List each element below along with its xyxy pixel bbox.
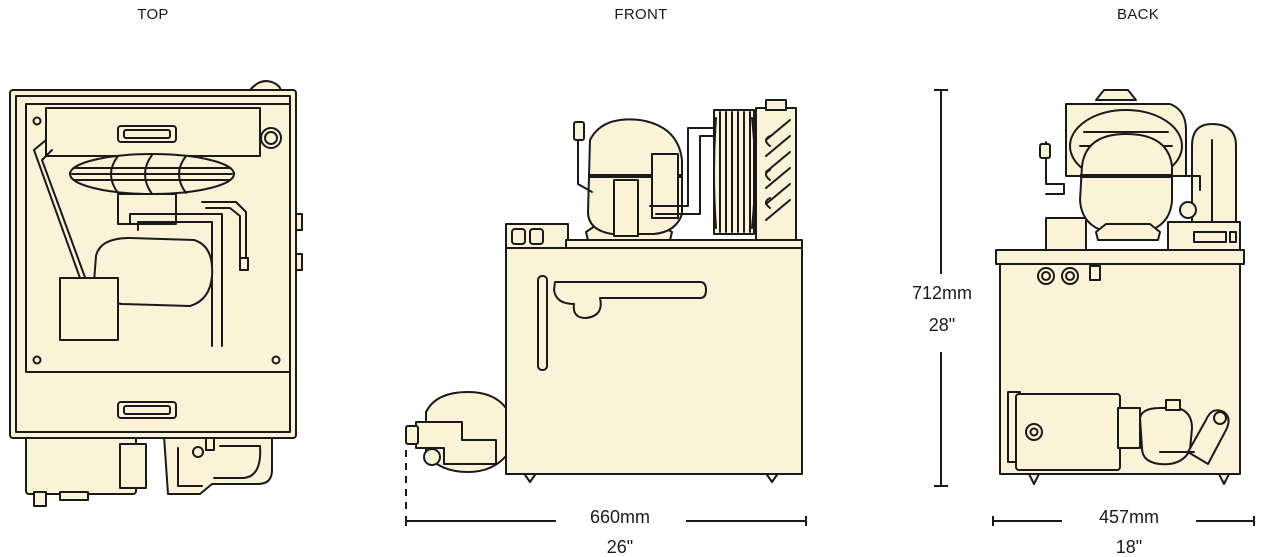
- back-width-imperial: 18": [1115, 537, 1143, 557]
- top-view-label: TOP: [137, 6, 169, 23]
- height-metric: 712mm: [911, 283, 973, 303]
- front-view-label: FRONT: [614, 6, 668, 23]
- back-width-metric: 457mm: [1098, 507, 1160, 527]
- top-view-control-box: [59, 277, 119, 341]
- back-view-compressor: [1039, 89, 1201, 251]
- back-view-motor: [1007, 391, 1141, 471]
- top-view-pump: [163, 435, 273, 495]
- back-view-label: BACK: [1116, 6, 1160, 23]
- back-view-controller: [1167, 221, 1241, 251]
- front-width-metric: 660mm: [589, 507, 651, 527]
- back-view-pipe: [1191, 123, 1237, 233]
- front-width-imperial: 26": [606, 537, 634, 557]
- back-view-pump: [1139, 399, 1230, 466]
- front-view-condenser: [713, 99, 797, 241]
- height-imperial: 28": [928, 315, 956, 335]
